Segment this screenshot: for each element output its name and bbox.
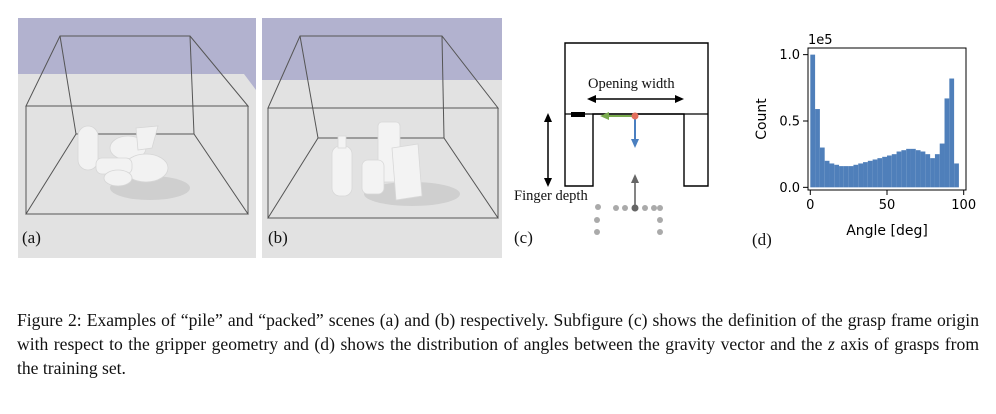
histogram-bar [954, 163, 959, 188]
y-axis-label: Count [754, 98, 770, 140]
caption-text-2: axis of grasps from the training set. [17, 334, 979, 378]
histogram-bar [939, 143, 945, 188]
histogram-bar [872, 159, 878, 188]
histogram-bar [882, 156, 887, 188]
opening-width-label: Opening width [588, 76, 675, 92]
histogram-bar [896, 151, 902, 188]
histogram-bar [920, 151, 926, 188]
caption-text-1: Figure 2: Examples of “pile” and “packed… [17, 310, 979, 354]
histogram-bar [906, 148, 911, 188]
histogram-bar [834, 164, 840, 188]
caption-math-z: z [827, 334, 835, 354]
y-tick-label: 0.0 [779, 181, 800, 196]
histogram-bar [815, 109, 820, 188]
packed-scene-render [262, 18, 502, 258]
histogram-bar [887, 155, 892, 188]
histogram-svg: 0.0 0.5 1.0 0 50 100 1e5 Angle [deg] Count [754, 33, 976, 239]
histogram-bar [867, 160, 873, 188]
histogram-bar [930, 158, 935, 188]
finger-tip-marker [571, 112, 585, 117]
histogram-bar [839, 166, 844, 188]
histogram-bar [925, 154, 931, 188]
figure-caption: Figure 2: Examples of “pile” and “packed… [17, 308, 979, 380]
finger-depth-label: Finger depth [514, 188, 588, 204]
angle-histogram: 0.0 0.5 1.0 0 50 100 1e5 Angle [deg] Count (… [738, 26, 988, 262]
histogram-bar [858, 163, 864, 188]
y-axis-ticks: 0.0 0.5 1.0 [779, 48, 808, 196]
x-tick-label: 100 [951, 198, 976, 213]
histogram-bar [829, 163, 835, 188]
x-tick-label: 50 [879, 198, 896, 213]
x-axis-label: Angle [deg] [846, 223, 928, 239]
histogram-bar [819, 147, 825, 188]
y-scale-multiplier: 1e5 [808, 33, 833, 48]
subfigure-label-a: (a) [22, 228, 41, 247]
histogram-bar [863, 162, 868, 188]
histogram-bar [891, 154, 897, 188]
grasp-origin-dot [631, 112, 639, 120]
histogram-bar [853, 164, 859, 188]
x-tick-label: 0 [806, 198, 814, 213]
histogram-bar [949, 78, 955, 188]
gripper-diagram: Opening width Finger depth (c) [508, 30, 723, 260]
subfigure-label-c: (c) [514, 228, 533, 247]
histogram-bar [934, 154, 940, 188]
subfigure-label-d: (d) [752, 230, 772, 249]
subfigure-label-b: (b) [268, 228, 288, 247]
histogram-bar [810, 54, 816, 188]
y-tick-label: 1.0 [779, 48, 800, 63]
y-tick-label: 0.5 [779, 114, 800, 129]
histogram-bar [848, 166, 854, 188]
histogram-bar [843, 166, 849, 188]
histogram-bar [877, 158, 883, 188]
scene-image-packed: (b) [262, 18, 502, 258]
histogram-bar [824, 160, 830, 188]
histogram-bars [810, 54, 959, 188]
x-axis-ticks: 0 50 100 [806, 190, 976, 213]
histogram-bar [901, 150, 907, 188]
histogram-bar [910, 148, 916, 188]
pile-scene-render [18, 18, 256, 258]
gripper-geometry-svg [544, 42, 709, 235]
histogram-bar [915, 150, 921, 188]
scene-image-pile: (a) [18, 18, 256, 258]
histogram-bar [944, 98, 950, 188]
